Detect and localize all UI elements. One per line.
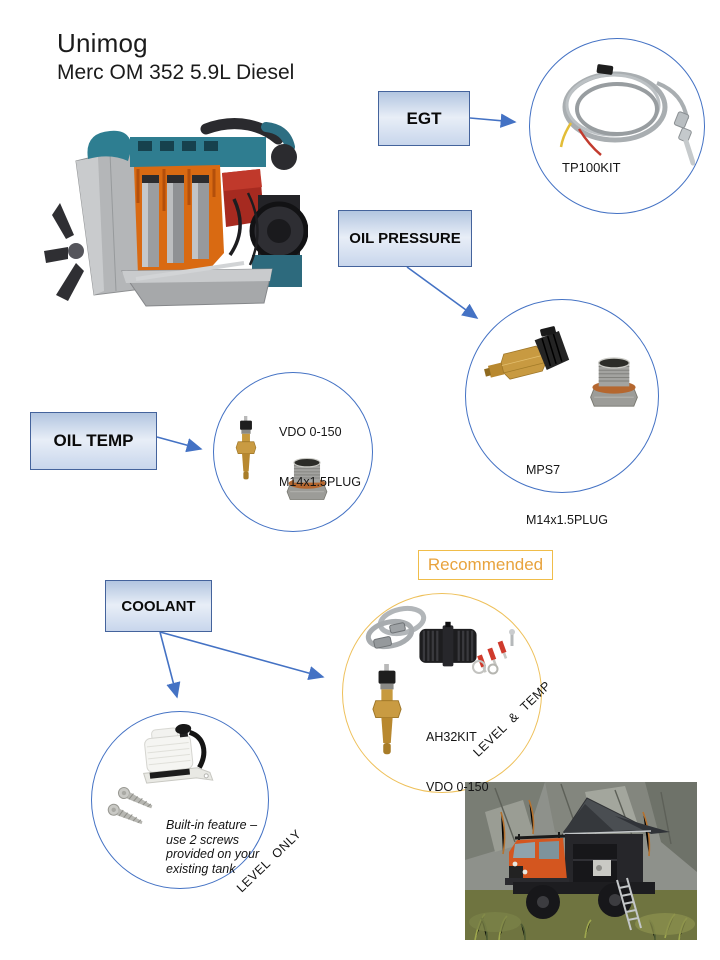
unimog-truck-photo	[465, 782, 697, 940]
hose-clamps-icon	[365, 605, 427, 650]
coolant-kit-part-number: AH32KIT	[426, 730, 477, 744]
oil-pressure-sensor-icon	[484, 326, 570, 380]
oil-pressure-plug-icon	[590, 357, 638, 407]
oil-temp-sender-icon	[235, 416, 257, 480]
oil-pressure-label-box: OIL PRESSURE	[338, 210, 472, 267]
coolant-tank-icon	[142, 723, 214, 784]
oil-temp-thread-spec: M14x1.5PLUG	[279, 474, 361, 489]
oil-temp-part-number: VDO 0-150	[279, 425, 342, 439]
page-subtitle: Merc OM 352 5.9L Diesel	[57, 61, 295, 84]
coolant-kit-sensor: VDO 0-150	[426, 779, 489, 794]
recommended-badge: Recommended	[418, 550, 553, 580]
hose-adapter-icon	[419, 621, 477, 667]
coolant-temp-sender-icon	[372, 664, 402, 755]
egt-thermocouple-icon	[559, 64, 695, 166]
coolant-label: COOLANT	[121, 597, 196, 615]
egt-label-box: EGT	[378, 91, 470, 146]
recommended-label: Recommended	[427, 555, 544, 574]
egt-part-number: TP100KIT	[562, 160, 621, 175]
coolant-label-box: COOLANT	[105, 580, 212, 632]
arrow-oil-temp	[156, 436, 203, 453]
oil-pressure-label: OIL PRESSURE	[349, 230, 461, 247]
oil-pressure-part-number: MPS7	[526, 463, 561, 477]
screws-icon	[107, 787, 153, 825]
arrow-coolant-kit	[159, 631, 325, 681]
oil-temp-label-box: OIL TEMP	[30, 412, 157, 470]
fitting-hardware-icon	[472, 629, 515, 675]
arrow-oil-pressure	[406, 266, 479, 319]
page-title: Unimog	[57, 28, 148, 58]
egt-kit-circle	[529, 38, 705, 214]
engine-cutaway-image	[44, 118, 308, 307]
arrow-coolant-tank	[159, 631, 181, 699]
oil-temp-label: OIL TEMP	[53, 431, 134, 450]
oil-temp-plug-icon	[286, 457, 328, 500]
oil-pressure-thread-spec: M14x1.5PLUG	[526, 512, 608, 527]
egt-label: EGT	[406, 108, 442, 128]
built-in-feature-note: Built-in feature – use 2 screws provided…	[166, 818, 260, 876]
arrow-egt	[469, 113, 517, 128]
